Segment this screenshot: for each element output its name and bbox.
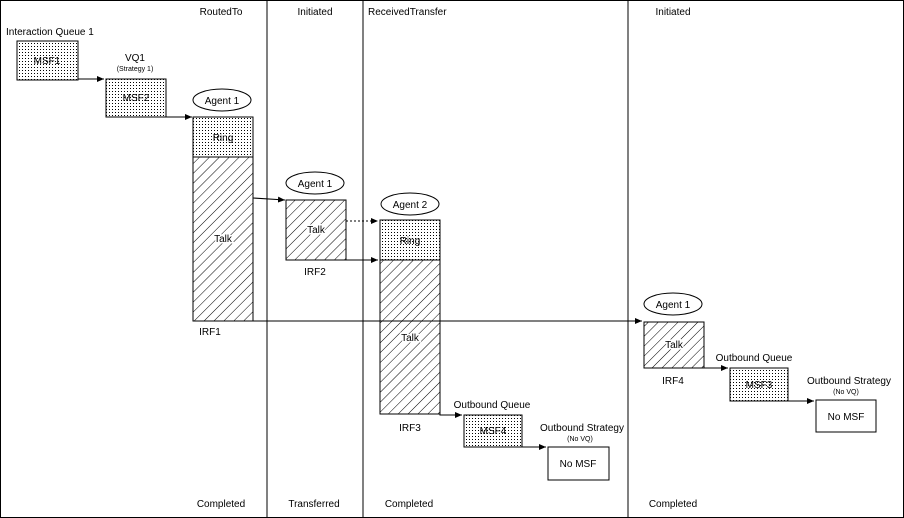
msf3-box xyxy=(729,367,789,402)
agent-2-label: Agent 2 xyxy=(393,200,428,211)
agent-1c-label: Agent 1 xyxy=(656,300,691,311)
talk-1-label: Talk xyxy=(214,234,233,245)
talk-3-box xyxy=(379,259,441,415)
talk-4-box xyxy=(643,321,705,369)
column-header-initiated-2: Initiated xyxy=(655,7,690,18)
column-footer-completed-2: Completed xyxy=(385,499,433,510)
agent-2-oval xyxy=(380,192,440,216)
outbound-queue-label-2: Outbound Queue xyxy=(716,353,793,364)
msf1-label: MSF1 xyxy=(34,56,61,67)
arrow-talk1-to-talk2 xyxy=(252,196,286,203)
irf4-label: IRF4 xyxy=(662,376,684,387)
msf4-label: MSF4 xyxy=(480,426,507,437)
msf3-label: MSF3 xyxy=(746,380,773,391)
column-header-receivedtransfer: ReceivedTransfer xyxy=(368,7,447,18)
arrow-msf1-to-msf2 xyxy=(77,76,104,82)
agent-1b-label: Agent 1 xyxy=(298,179,333,190)
agent-1b-oval xyxy=(285,171,345,195)
ring-1-box xyxy=(192,116,254,158)
outbound-strategy-novq-2: (No VQ) xyxy=(833,389,859,396)
agent-1-oval xyxy=(192,88,252,112)
outbound-strategy-novq-1: (No VQ) xyxy=(567,436,593,443)
column-footer-completed-3: Completed xyxy=(649,499,697,510)
no-msf-box-2 xyxy=(815,399,877,433)
msf2-label: MSF2 xyxy=(123,93,150,104)
talk-2-label: Talk xyxy=(307,225,326,236)
msf2-box xyxy=(105,78,167,118)
no-msf-label-1: No MSF xyxy=(560,459,597,470)
column-header-routedto: RoutedTo xyxy=(200,7,243,18)
vq1-label: VQ1 xyxy=(125,53,145,64)
interaction-queue-label: Interaction Queue 1 xyxy=(6,27,94,38)
talk-1-box xyxy=(192,156,254,322)
talk-4-label: Talk xyxy=(665,340,684,351)
vq1-strategy-label: (Strategy 1) xyxy=(117,66,154,73)
irf1-label: IRF1 xyxy=(199,327,221,338)
talk-2-box xyxy=(285,199,347,261)
column-header-initiated: Initiated xyxy=(297,7,332,18)
irf2-label: IRF2 xyxy=(304,267,326,278)
ring-2-label: Ring xyxy=(400,236,421,247)
column-footer-completed: Completed xyxy=(197,499,245,510)
ring-1-label: Ring xyxy=(213,133,234,144)
irf3-label: IRF3 xyxy=(399,423,421,434)
outbound-strategy-label-1: Outbound Strategy xyxy=(540,423,624,434)
agent-1c-oval xyxy=(643,292,703,316)
arrow-talk3-to-msf4 xyxy=(439,412,462,418)
agent-1-label: Agent 1 xyxy=(205,96,240,107)
column-footer-transferred: Transferred xyxy=(288,499,339,510)
no-msf-box-1 xyxy=(547,446,610,481)
msf4-box xyxy=(463,414,523,448)
outbound-strategy-label-2: Outbound Strategy xyxy=(807,376,891,387)
no-msf-label-2: No MSF xyxy=(828,412,865,423)
msf1-box xyxy=(16,40,79,81)
talk-3-label: Talk xyxy=(401,333,420,344)
outbound-queue-label-1: Outbound Queue xyxy=(454,400,531,411)
